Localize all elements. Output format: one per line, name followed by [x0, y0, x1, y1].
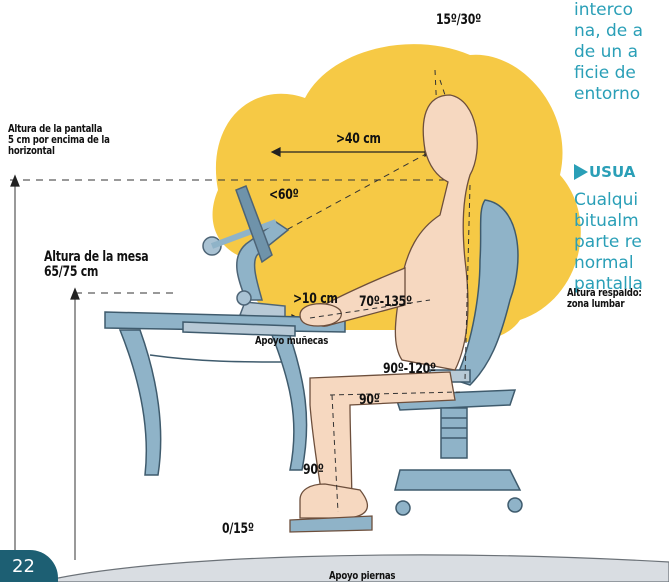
angle-ankle-label: 90º [303, 463, 324, 477]
side-line: ficie de [574, 63, 669, 84]
section-heading: USUA [574, 163, 635, 181]
side-line: pantalla [574, 274, 643, 295]
desk-height-label-line1: Altura de la mesa [44, 250, 148, 264]
screen-height-label-line3: horizontal [8, 145, 55, 156]
angle-knee-label: 90º [359, 393, 380, 407]
angle-60-label: <60º [269, 188, 299, 202]
side-paragraph-2: Cualqui bitualm parte re normal pantalla [574, 190, 643, 295]
side-line: entorno [574, 84, 669, 105]
foot-tilt-label: 0/15º [222, 522, 254, 536]
side-line: parte re [574, 232, 643, 253]
backrest-label-line2: zona lumbar [567, 298, 624, 309]
distance-10-label: >10 cm [293, 292, 338, 306]
page-number: 22 [12, 556, 35, 577]
wrist-support-label: Apoyo muñecas [255, 335, 328, 346]
section-title: USUA [589, 163, 635, 181]
side-line: bitualm [574, 211, 643, 232]
side-line: interco [574, 0, 669, 21]
side-line: Cualqui [574, 190, 643, 211]
angle-head-label: 15º/30º [436, 13, 481, 27]
desk-height-label-line2: 65/75 cm [44, 265, 98, 279]
angle-hip-label: 90º-120º [383, 362, 436, 376]
side-line: de un a [574, 42, 669, 63]
leg-support-label: Apoyo piernas [329, 570, 395, 581]
side-paragraph-1: interco na, de a de un a ficie de entorn… [574, 0, 669, 105]
angle-elbow-label: 70º-135º [359, 295, 412, 309]
side-line: normal [574, 253, 643, 274]
play-triangle-icon [574, 164, 588, 180]
side-line: na, de a [574, 21, 669, 42]
distance-40-label: >40 cm [336, 132, 381, 146]
